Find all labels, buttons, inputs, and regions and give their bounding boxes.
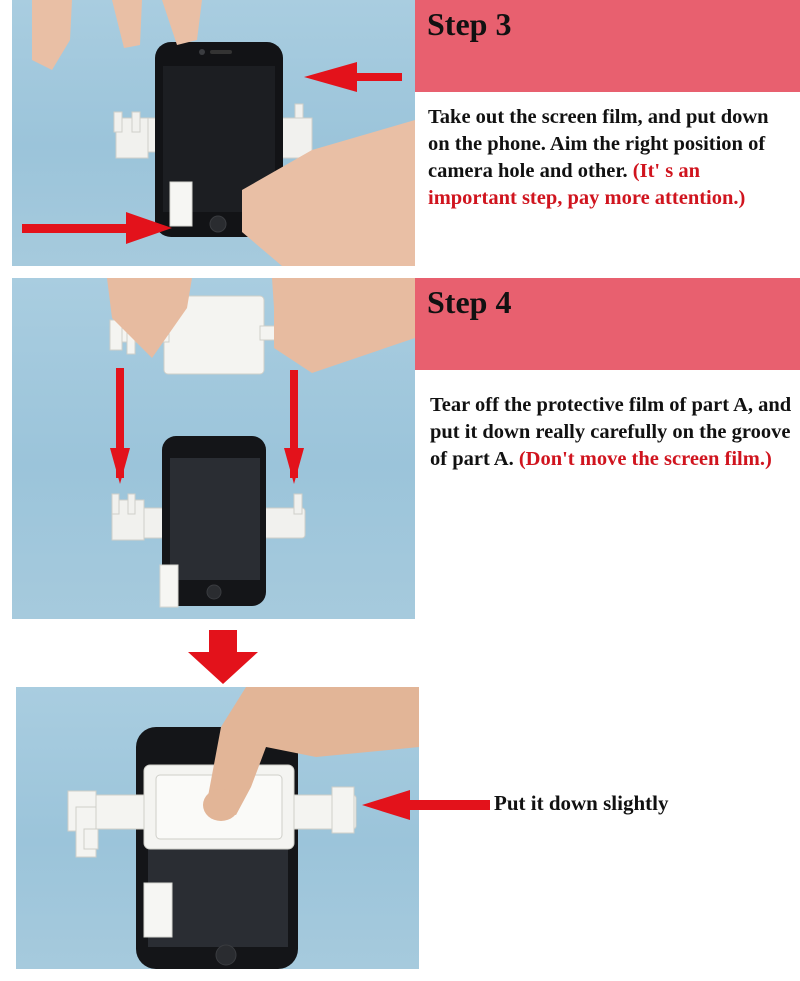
red-arrows [110,368,304,484]
step4-instructions: Tear off the protective film of part A, … [430,392,795,473]
hand [203,687,419,821]
phone [162,436,266,606]
step3-photo [12,0,415,266]
step3-title: Step 3 [427,6,512,42]
step4-banner: Step 4 [415,278,800,370]
step4-text: Tear off the protective film of part A, … [430,394,792,470]
step3-banner: Step 3 [415,0,800,92]
left-arrow-icon [362,790,490,820]
hands [32,0,415,266]
final-photo [16,687,419,969]
step3-note: (It' s an important step, pay more atten… [428,160,746,209]
step4-title: Step 4 [427,284,512,320]
step4-note: (Don't move the screen film.) [518,448,772,470]
step3-text: Take out the screen film, and put down o… [428,106,769,182]
step3-instructions: Take out the screen film, and put down o… [428,104,793,212]
down-arrow-icon [188,630,258,684]
film-tab [143,882,173,938]
hands [107,278,415,373]
final-label: Put it down slightly [494,791,669,815]
step4-photo [12,278,415,619]
red-arrows [22,62,402,244]
film-tab [159,564,179,608]
film-tab [169,181,193,227]
